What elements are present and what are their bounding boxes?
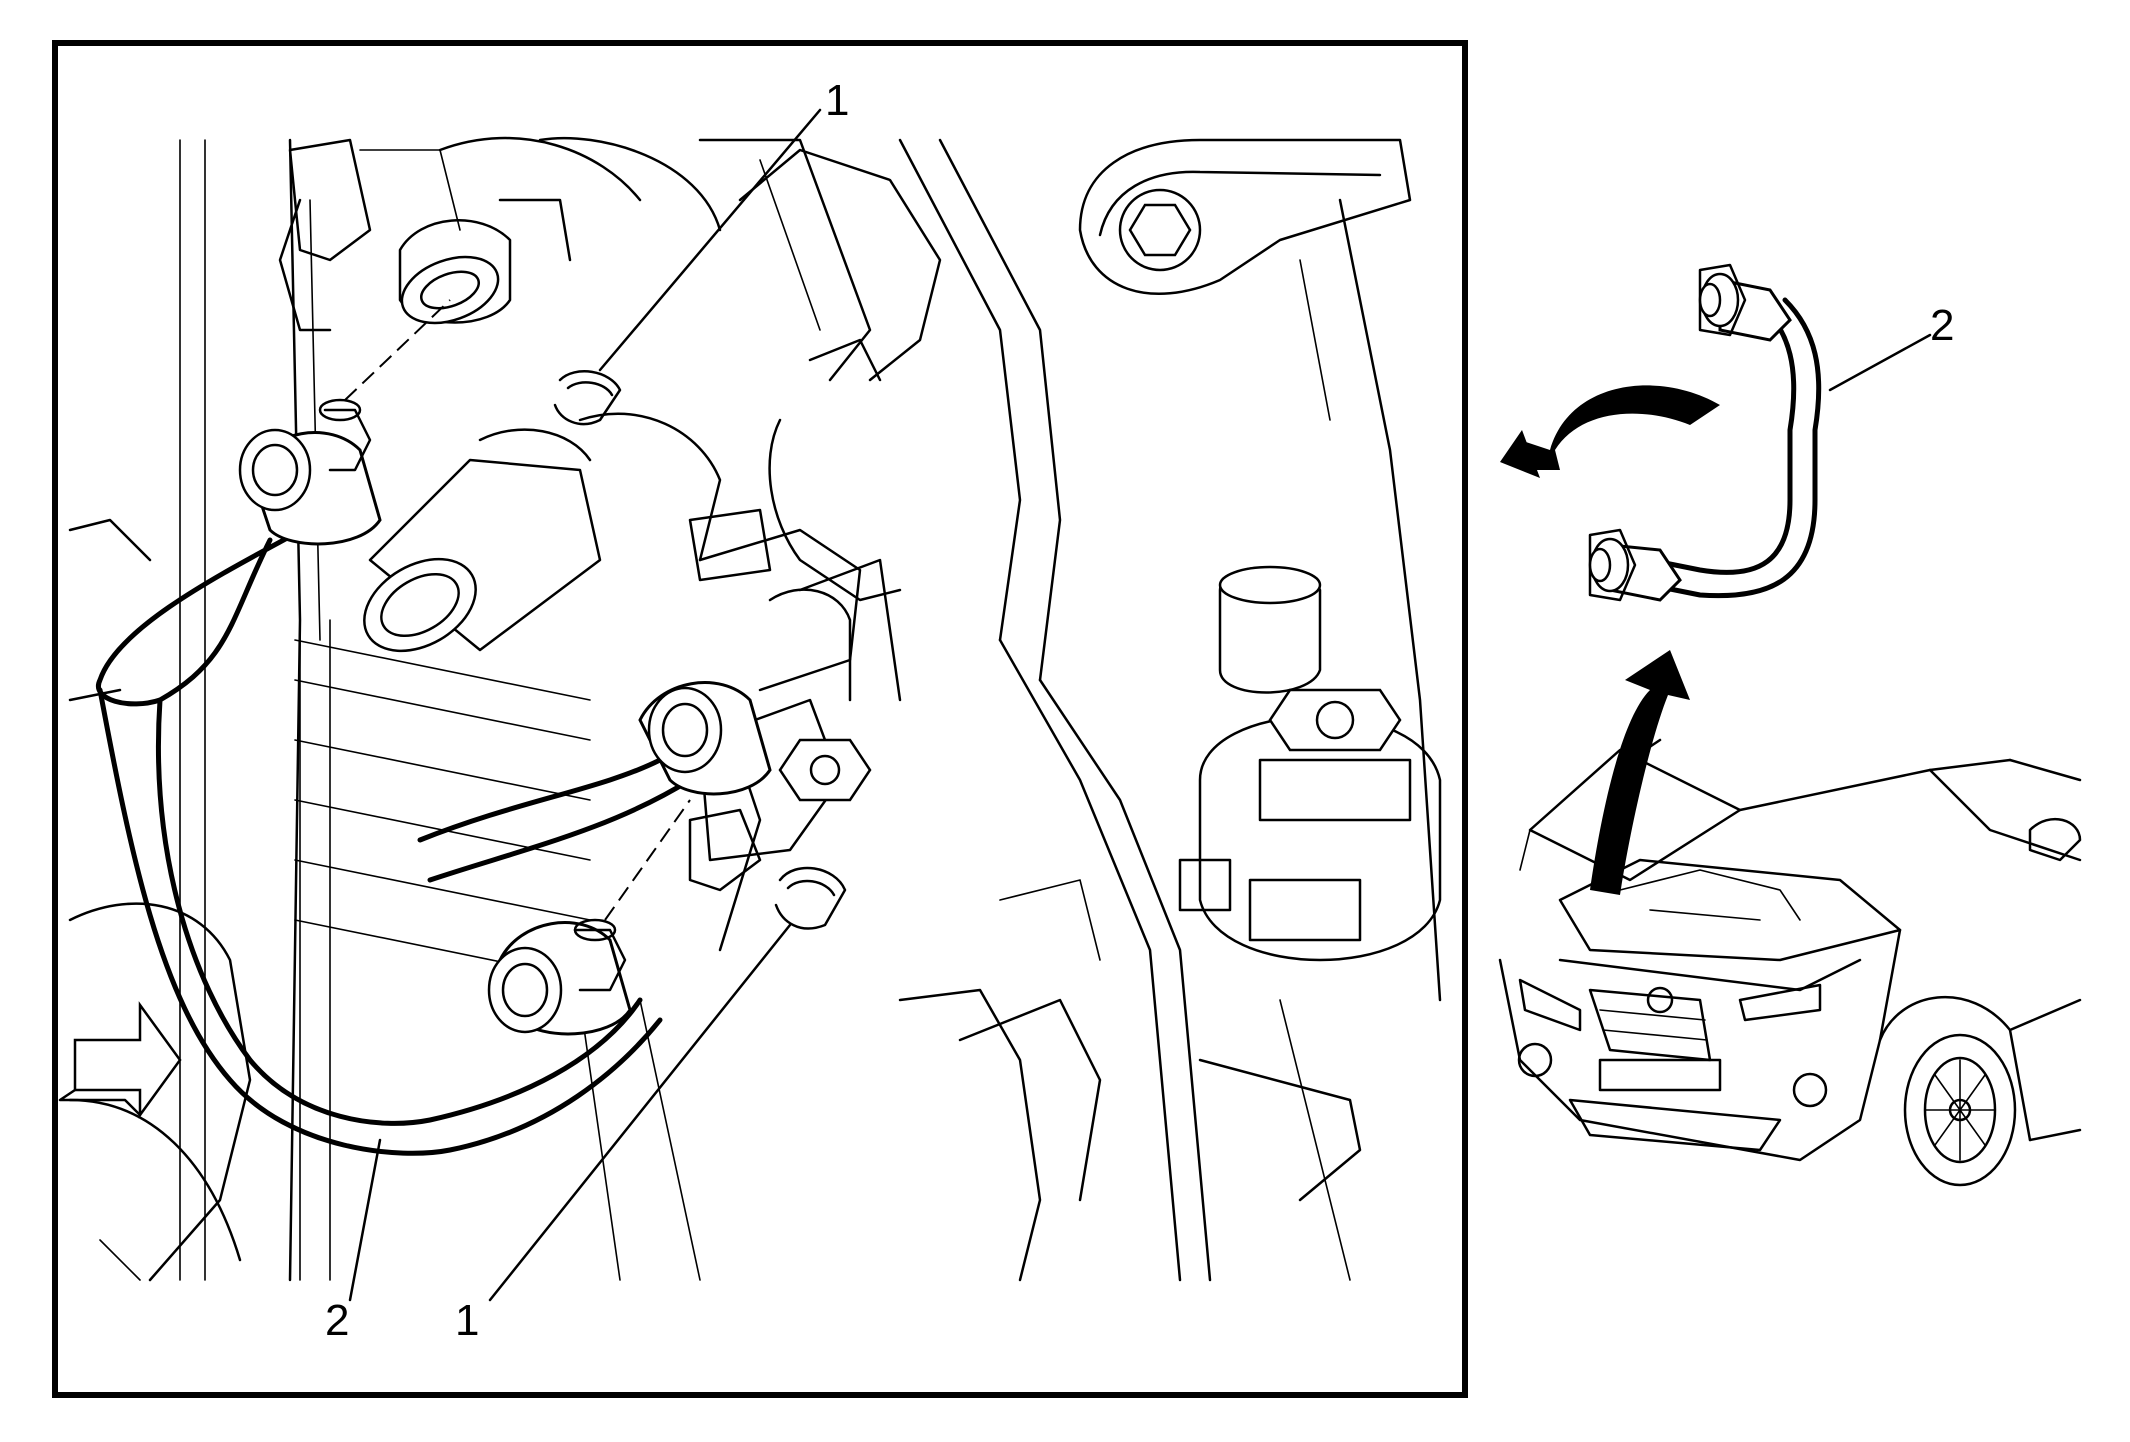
- location-indicator-arrow: [1590, 650, 1690, 895]
- removal-direction-arrow: [1500, 385, 1720, 478]
- leader-line-top-1: [598, 108, 822, 372]
- removed-hose-detail: [1588, 263, 1822, 602]
- view-direction-arrow: [58, 1001, 182, 1119]
- heater-hose-main: [95, 299, 772, 1156]
- leader-line-detail-2: [1828, 333, 1932, 392]
- callout-detail-2: 2: [1930, 301, 1954, 350]
- engine-bay-background: [68, 136, 1442, 1282]
- upper-heater-pipe-fitting: [398, 198, 572, 325]
- main-view-frame: [52, 40, 1468, 1398]
- leader-line-bottom-1: [488, 923, 792, 1302]
- callout-top-1: 1: [825, 76, 849, 125]
- callout-bottom-1: 1: [455, 1296, 479, 1345]
- coolant-outlet-fitting: [363, 428, 602, 653]
- callout-hose-2: 2: [325, 1296, 349, 1345]
- vehicle-locator: [1498, 738, 2082, 1187]
- leader-line-bottom-2: [348, 1138, 382, 1302]
- retaining-clip-upper: [553, 370, 622, 426]
- retaining-clip-lower: [774, 866, 847, 930]
